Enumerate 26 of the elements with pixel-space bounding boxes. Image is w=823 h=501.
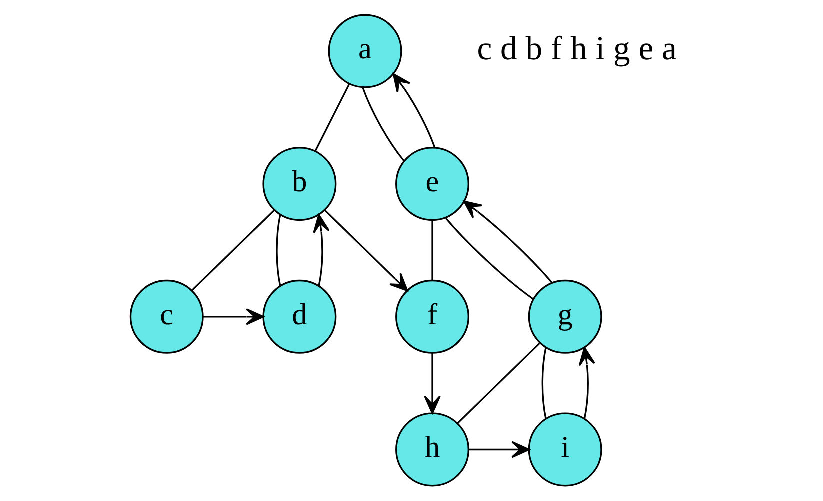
node-circle: b: [262, 147, 337, 222]
node-circle: e: [396, 147, 470, 222]
arrow: [313, 214, 330, 286]
node-circle: g: [528, 280, 602, 354]
node-circle: h: [396, 412, 470, 487]
connector: [445, 218, 534, 300]
connector: [276, 215, 282, 286]
connector: [432, 220, 434, 280]
arrow: [463, 200, 553, 284]
connector: [457, 342, 540, 424]
connector: [314, 84, 350, 152]
connector: [542, 348, 547, 419]
node-circle: i: [528, 412, 602, 487]
node-circle: d: [262, 280, 337, 354]
label: c d b f h i g e a: [477, 30, 677, 68]
arrow: [203, 308, 264, 326]
connector: [362, 87, 405, 162]
node-circle: f: [396, 280, 470, 354]
arrow: [468, 441, 530, 458]
connector: [191, 210, 275, 292]
arrow: [424, 353, 441, 414]
arrow: [392, 73, 436, 148]
arrow: [578, 347, 596, 419]
node-circle: c: [130, 280, 204, 354]
node-circle: a: [328, 14, 402, 88]
arrow: [324, 210, 408, 292]
